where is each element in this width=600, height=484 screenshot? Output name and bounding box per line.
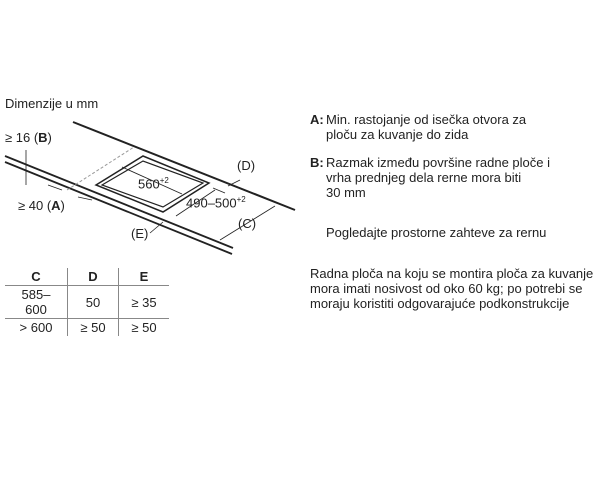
back-wall-line	[72, 121, 296, 211]
label-e: (E)	[131, 226, 149, 241]
depth-dimension: 490–500+2	[186, 195, 246, 211]
width-dimension: 560+2	[138, 176, 169, 192]
oven-note: Pogledajte prostorne zahteve za rernu	[326, 225, 547, 240]
units-title: Dimenzije u mm	[5, 96, 99, 111]
table-row: > 600≥ 50≥ 50	[5, 318, 169, 336]
front-edge-top	[4, 155, 234, 249]
dashed-guide	[66, 146, 135, 191]
label-c: (C)	[238, 216, 257, 231]
cutout-outer	[94, 155, 211, 213]
front-edge-bottom	[4, 161, 233, 255]
label-a: ≥ 40 (A)	[18, 198, 65, 213]
load-note: Radna ploča na koju se montira ploča za …	[310, 266, 594, 311]
label-d: (D)	[237, 158, 256, 173]
cutout-inner	[100, 160, 205, 208]
label-b: ≥ 16 (B)	[5, 130, 52, 145]
